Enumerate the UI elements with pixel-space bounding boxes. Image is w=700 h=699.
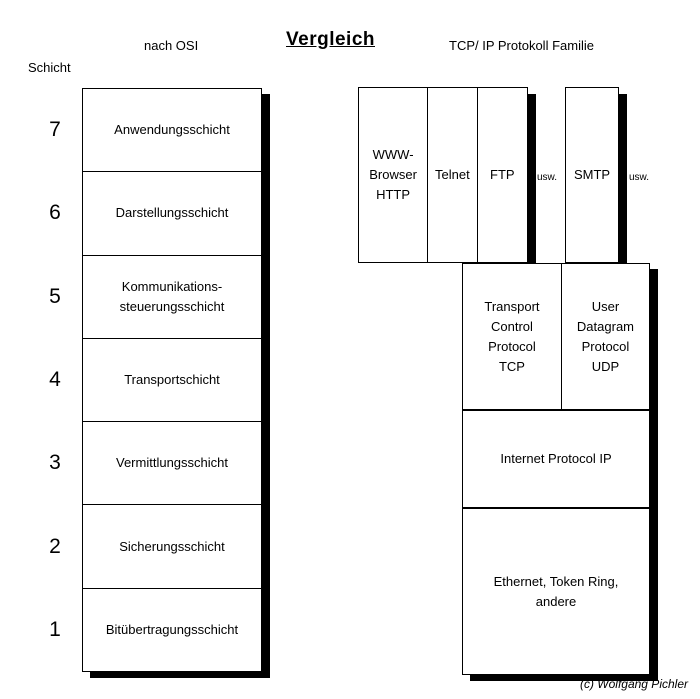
layer-number-6: 6 [49,201,61,225]
smtp-box: SMTP [565,87,627,268]
udp-box: User Datagram Protocol UDP [576,298,634,374]
osi-layer-transportschicht: Transportschicht [83,339,261,423]
layer-number-column: 7 6 5 4 3 2 1 [34,88,76,672]
osi-layer-stack: Anwendungsschicht Darstellungsschicht Ko… [82,88,262,672]
copyright-notice: (c) Wolfgang Pichler [579,677,688,691]
osi-column-header: nach OSI [144,38,199,53]
tcp-box: Transport Control Protocol TCP [463,264,562,409]
osi-layer-bituebertragungsschicht: Bitübertragungsschicht [105,621,239,637]
osi-layer-darstellungsschicht: Darstellungsschicht [83,172,261,256]
layer-number-3: 3 [49,451,61,475]
tcpip-column-header: TCP/ IP Protokoll Familie [449,38,594,53]
transport-protocols-group: Transport Control Protocol TCP User Data… [462,263,650,410]
ftp-box: FTP [490,167,515,182]
layer-number-5: 5 [49,284,61,308]
layer-number-1: 1 [49,618,61,642]
internet-protocol-box: Internet Protocol IP [462,410,650,508]
schicht-label: Schicht [28,60,71,75]
osi-layer-sicherungsschicht: Sicherungsschicht [83,505,261,589]
layer-number-7: 7 [49,117,61,141]
diagram-title: Vergleich [286,29,375,50]
www-browser-http-box: WWW- Browser HTTP [359,88,429,262]
osi-layer-anwendungsschicht: Anwendungsschicht [83,89,261,173]
layer-number-2: 2 [49,534,61,558]
telnet-box: Telnet [428,88,478,262]
application-protocols-group: WWW- Browser HTTP Telnet FTP [358,87,536,268]
usw-label-1: usw. [537,172,558,183]
link-layer-box: Ethernet, Token Ring, andere [462,508,650,675]
osi-layer-kommunikationssteuerungsschicht: Kommunikations- steuerungsschicht [83,256,261,339]
osi-layer-vermittlungsschicht: Vermittlungsschicht [83,422,261,506]
usw-label-2: usw. [629,172,650,183]
layer-number-4: 4 [49,367,61,391]
